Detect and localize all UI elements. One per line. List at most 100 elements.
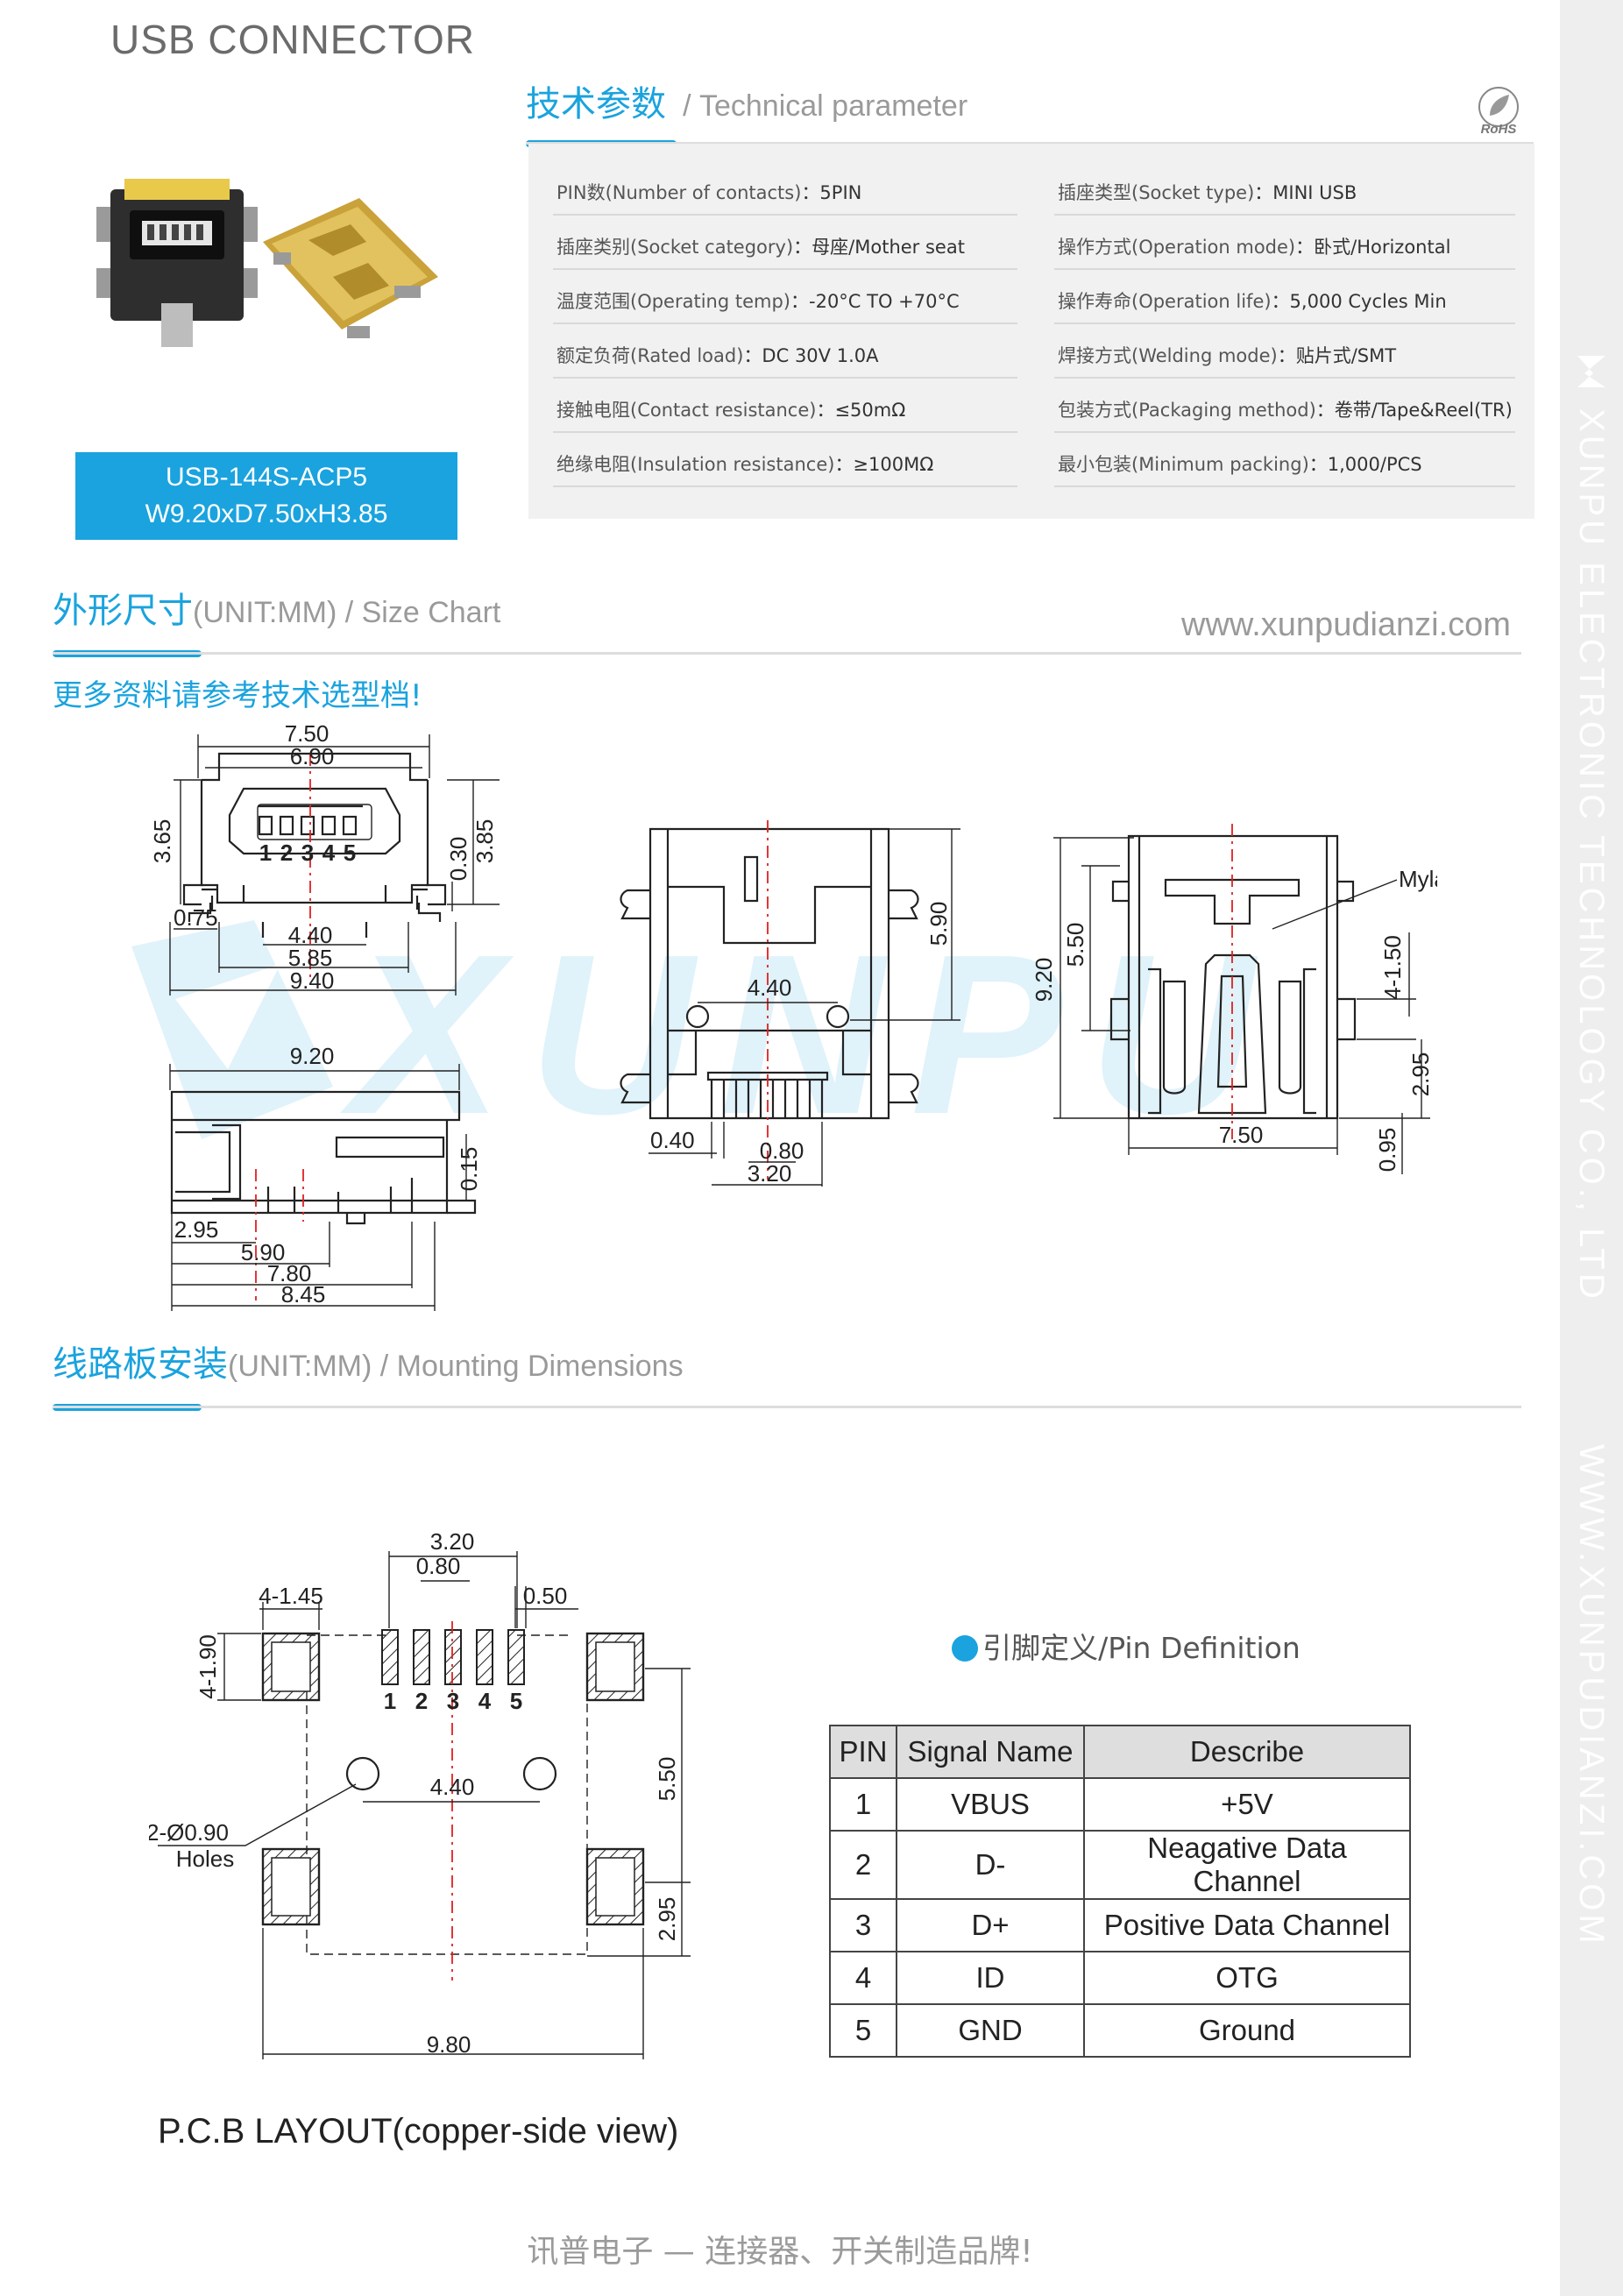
tech-title-en: / Technical parameter — [683, 89, 968, 123]
pin-definition-heading: 引脚定义/Pin Definition — [952, 1625, 1301, 1667]
dim-top-2-95: 2.95 — [1407, 1052, 1434, 1097]
tech-title-cn: 技术参数 — [526, 84, 666, 124]
param-separator — [553, 485, 1017, 487]
pin-label-2: 2 — [280, 840, 293, 866]
dim-side-8-45: 8.45 — [281, 1281, 326, 1307]
dim-side-5-90: 5.90 — [241, 1239, 286, 1265]
dim-pcb-4-1-90: 4-1.90 — [195, 1634, 221, 1699]
param-value: ：MINI USB — [1254, 182, 1357, 203]
param-left-3: 温度范围(Operating temp)：-20°C TO +70°C — [556, 287, 960, 314]
pin-header-pin: PIN — [829, 1725, 897, 1779]
dim-pcb-4-1-45: 4-1.45 — [259, 1583, 323, 1609]
param-separator — [553, 322, 1017, 324]
pin-number: 5 — [829, 2003, 897, 2058]
mounting-title-en: (UNIT:MM) / Mounting Dimensions — [228, 1350, 684, 1383]
param-separator — [553, 214, 1017, 216]
dim-bottom-5-90: 5.90 — [925, 902, 952, 946]
dim-front-7-50: 7.50 — [285, 720, 330, 747]
dim-pcb-2-95: 2.95 — [654, 1897, 680, 1942]
table-row: 3 D+ Positive Data Channel — [829, 1898, 1411, 1952]
pin-definition-table: PIN Signal Name Describe 1 VBUS +5V 2 D-… — [829, 1725, 1411, 2058]
param-label: 温度范围(Operating temp) — [556, 291, 790, 312]
watermark: XUNPU — [123, 908, 1490, 1162]
pin-definition-title: 引脚定义/Pin Definition — [982, 1631, 1301, 1665]
size-chart-title-en: (UNIT:MM) / Size Chart — [193, 596, 501, 629]
param-right-3: 操作寿命(Operation life)：5,000 Cycles Min — [1058, 287, 1447, 314]
param-value: ：母座/Mother seat — [793, 237, 965, 258]
param-left-2: 插座类别(Socket category)：母座/Mother seat — [556, 233, 965, 259]
param-left-5: 接触电阻(Contact resistance)：≤50mΩ — [556, 396, 905, 422]
dim-pcb-holes: 2-Ø0.90 — [149, 1819, 229, 1846]
pin-signal: D- — [896, 1830, 1085, 1900]
pin-signal: D+ — [896, 1898, 1085, 1952]
pin-signal: VBUS — [896, 1777, 1085, 1832]
dim-top-0-95: 0.95 — [1374, 1128, 1400, 1173]
pin-label-2: 2 — [415, 1688, 428, 1714]
dim-front-0-75: 0.75 — [174, 904, 218, 931]
dim-front-6-90: 6.90 — [290, 743, 335, 769]
drawing-pcb-layout: 3.20 0.80 0.50 4-1.45 4-1.90 4.40 2-Ø0.9… — [146, 1525, 710, 2068]
param-label: PIN数(Number of contacts) — [556, 182, 802, 203]
pin-label-4: 4 — [322, 840, 336, 866]
dim-front-4-40: 4.40 — [288, 922, 333, 948]
param-separator — [1054, 485, 1515, 487]
dim-front-3-65: 3.65 — [149, 819, 175, 864]
dim-pcb-3-20: 3.20 — [430, 1528, 475, 1555]
dim-top-5-50: 5.50 — [1062, 923, 1088, 967]
pin-signal: GND — [896, 2003, 1085, 2058]
param-right-6: 最小包装(Minimum packing)：1,000/PCS — [1058, 450, 1422, 477]
param-label: 插座类型(Socket type) — [1058, 182, 1255, 203]
footer-slogan: 讯普电子 — 连接器、开关制造品牌! — [527, 2234, 1033, 2270]
table-row: 5 GND Ground — [829, 2003, 1411, 2058]
param-label: 额定负荷(Rated load) — [556, 345, 744, 366]
pin-number: 1 — [829, 1777, 897, 1832]
rohs-icon: RoHS — [1472, 84, 1525, 137]
param-value: ：1,000/PCS — [1308, 454, 1422, 475]
mounting-heading: 线路板安装(UNIT:MM) / Mounting Dimensions — [53, 1336, 684, 1386]
pcb-layout-label: P.C.B LAYOUT(copper-side view) — [158, 2112, 679, 2151]
param-label: 操作方式(Operation mode) — [1058, 237, 1296, 258]
param-separator — [1054, 268, 1515, 270]
param-right-5: 包装方式(Packaging method)：卷带/Tape&Reel(TR) — [1058, 396, 1513, 422]
size-chart-divider — [53, 652, 1521, 655]
size-chart-heading: 外形尺寸(UNIT:MM) / Size Chart — [53, 582, 500, 633]
param-separator — [553, 268, 1017, 270]
dim-pcb-0-80: 0.80 — [416, 1553, 461, 1579]
pin-number: 3 — [829, 1898, 897, 1952]
pin-header-describe: Describe — [1083, 1725, 1411, 1779]
param-left-4: 额定负荷(Rated load)：DC 30V 1.0A — [556, 342, 878, 368]
tech-heading: 技术参数 / Technical parameter — [526, 75, 967, 126]
param-separator — [553, 431, 1017, 433]
dim-bottom-4-40: 4.40 — [748, 974, 792, 1001]
param-separator — [1054, 322, 1515, 324]
param-label: 包装方式(Packaging method) — [1058, 400, 1316, 421]
dim-side-2-95: 2.95 — [174, 1216, 219, 1243]
pin-describe: Ground — [1083, 2003, 1411, 2058]
dim-bottom-0-80: 0.80 — [760, 1137, 804, 1164]
drawing-side-view: 9.20 0.15 2.95 5.90 7.80 8.45 — [149, 1038, 500, 1318]
dim-pcb-holes-label: Holes — [176, 1846, 234, 1872]
product-photo — [88, 172, 447, 356]
dim-pcb-5-50: 5.50 — [654, 1757, 680, 1802]
pin-number: 4 — [829, 1951, 897, 2005]
mounting-divider — [53, 1406, 1521, 1408]
table-row: 2 D- Neagative Data Channel — [829, 1830, 1411, 1900]
pin-definition-bullet-icon — [952, 1635, 978, 1662]
param-label: 绝缘电阻(Insulation resistance) — [556, 454, 835, 475]
param-separator — [553, 377, 1017, 379]
param-label: 最小包装(Minimum packing) — [1058, 454, 1309, 475]
size-chart-note: 更多资料请参考技术选型档! — [53, 678, 422, 713]
param-label: 插座类别(Socket category) — [556, 237, 794, 258]
param-value: ：DC 30V 1.0A — [743, 345, 879, 366]
pin-describe: OTG — [1083, 1951, 1411, 2005]
param-label: 接触电阻(Contact resistance) — [556, 400, 817, 421]
rohs-label: RoHS — [1481, 122, 1517, 137]
drawing-front-view: 7.50 6.90 3.65 0.30 3.85 0.75 4.40 5.85 … — [149, 719, 517, 999]
dim-top-9-20: 9.20 — [1031, 958, 1057, 1003]
dim-front-0-30: 0.30 — [445, 837, 471, 882]
pin-signal: ID — [896, 1951, 1085, 2005]
dim-top-4-1-50: 4-1.50 — [1379, 935, 1406, 1000]
dim-top-7-50: 7.50 — [1219, 1122, 1264, 1148]
model-box: USB-144S-ACP5 W9.20xD7.50xH3.85 — [75, 452, 457, 540]
